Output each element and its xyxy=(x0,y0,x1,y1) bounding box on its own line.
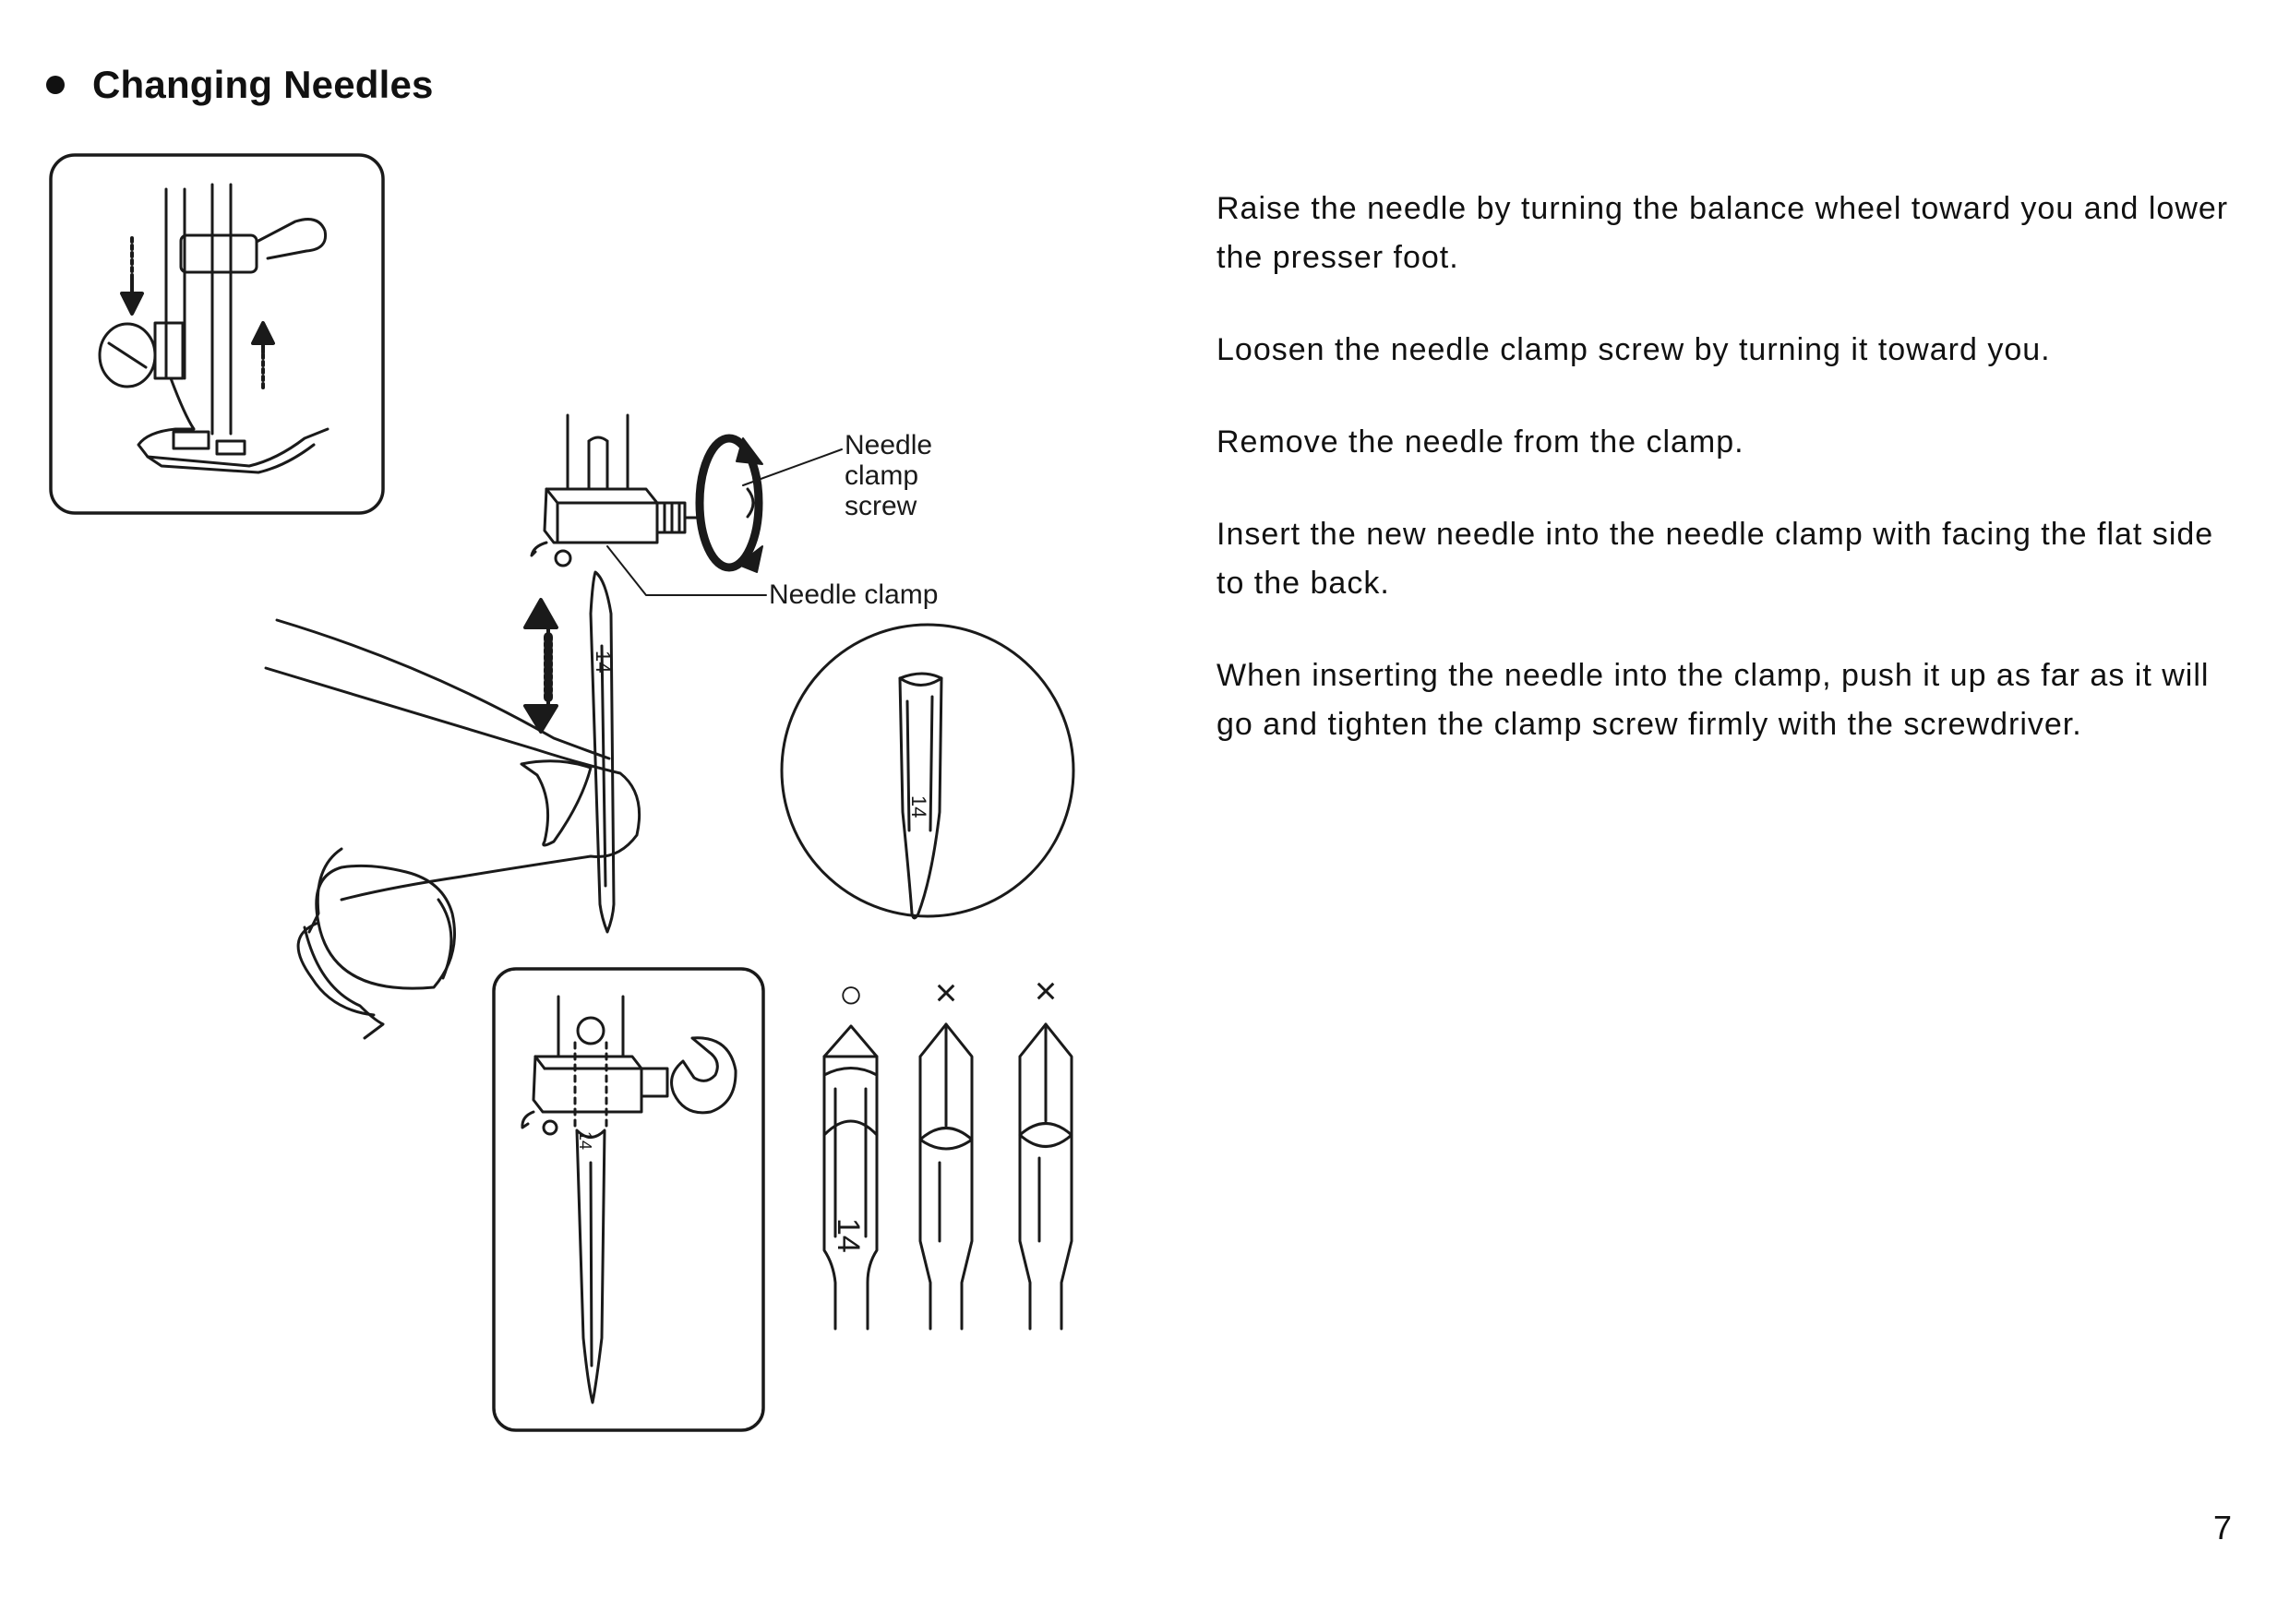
callout-screw-line2: clamp xyxy=(845,460,918,491)
wrong-mark: × xyxy=(935,971,958,1014)
needle-size-label: 14 xyxy=(592,651,615,673)
arrow-up-down-icon xyxy=(523,598,558,734)
magnified-needle-size: 14 xyxy=(907,795,930,818)
callout-screw-line1: Needle xyxy=(845,430,932,460)
needle-magnified-view xyxy=(780,623,1075,920)
presser-foot-inset xyxy=(49,153,385,515)
correct-needle-icon xyxy=(822,1024,879,1331)
correct-mark: ○ xyxy=(839,972,864,1017)
needle-orientation-comparison xyxy=(822,1022,1073,1331)
wrong-needle-icon xyxy=(918,1022,974,1331)
wrong-needle-icon xyxy=(1018,1022,1073,1331)
instruction-step: Loosen the needle clamp screw by turning… xyxy=(1216,332,2051,367)
arrow-down-icon xyxy=(120,236,144,316)
instruction-step: Insert the new needle into the needle cl… xyxy=(1216,517,2214,601)
arrow-up-icon xyxy=(251,321,275,389)
illustration-svg: Needle clamp screw Needle clamp xyxy=(49,153,1075,1432)
callout-needle-clamp: Needle clamp xyxy=(769,579,938,610)
needle-inserted-inset xyxy=(492,967,765,1432)
bullet-icon xyxy=(46,76,65,94)
wrong-mark: × xyxy=(1035,969,1058,1012)
instruction-step: Remove the needle from the clamp. xyxy=(1216,424,1744,460)
needle-change-illustration: Needle clamp screw Needle clamp xyxy=(0,0,1154,1476)
needle-in-hand xyxy=(264,570,641,1040)
section-heading: Changing Needles xyxy=(46,57,434,113)
page-title: Changing Needles xyxy=(92,63,434,106)
instruction-step: Raise the needle by turning the balance … xyxy=(1216,191,2229,275)
inset-needle-size: 14 xyxy=(576,1131,594,1150)
needle-clamp-assembly xyxy=(530,413,843,596)
instruction-step: When inserting the needle into the clamp… xyxy=(1216,658,2210,742)
page-number: 7 xyxy=(2212,1509,2232,1546)
instruction-steps: Raise the needle by turning the balance … xyxy=(1216,185,2241,793)
comparison-needle-size: 14 xyxy=(831,1218,866,1253)
callout-screw-line3: screw xyxy=(845,491,917,521)
clamp-screw-icon xyxy=(683,434,763,572)
